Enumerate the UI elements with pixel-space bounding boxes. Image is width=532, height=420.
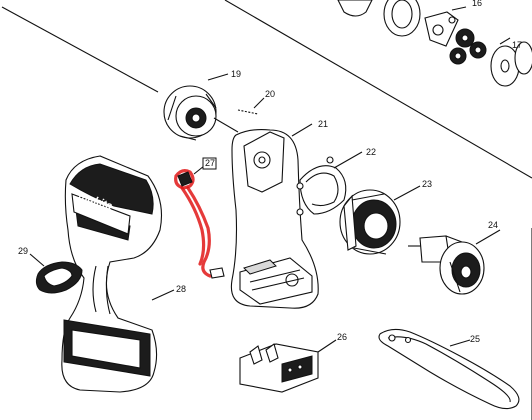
label-part-23: 23 — [422, 179, 432, 189]
part-18-ring-partial[interactable] — [514, 41, 532, 75]
label-part-17: 17 — [512, 40, 522, 50]
part-23-stator[interactable] — [339, 185, 421, 255]
label-part-21: 21 — [318, 119, 328, 129]
label-part-24: 24 — [488, 220, 498, 230]
label-part-27: 27 — [205, 158, 215, 168]
part-20-screw[interactable] — [237, 97, 265, 115]
part-number-labels: 16 17 19 20 21 22 23 24 25 26 27 28 29 — [18, 0, 522, 344]
label-part-16: 16 — [472, 0, 482, 8]
part-21-group-outline[interactable] — [230, 123, 319, 309]
controller-board[interactable] — [239, 257, 313, 305]
part-29-button[interactable] — [29, 253, 83, 294]
part-27-lead-wire[interactable] — [174, 165, 225, 279]
label-part-27-box — [202, 157, 217, 170]
label-part-28: 28 — [176, 284, 186, 294]
label-part-26: 26 — [337, 332, 347, 342]
part-17-washer[interactable] — [490, 37, 520, 87]
part-16-gear-assembly[interactable] — [337, 0, 487, 65]
part-19-end-cap[interactable] — [163, 73, 239, 141]
part-26-switch[interactable] — [239, 339, 337, 393]
label-part-25: 25 — [470, 334, 480, 344]
label-part-22: 22 — [366, 147, 376, 157]
part-28-housing[interactable] — [61, 155, 175, 393]
part-24-rotor[interactable] — [408, 229, 501, 295]
label-part-20: 20 — [265, 89, 275, 99]
part-22-bracket[interactable] — [296, 151, 363, 216]
label-part-29: 29 — [18, 246, 28, 256]
part-25-strap[interactable] — [378, 328, 520, 410]
label-part-19: 19 — [231, 69, 241, 79]
